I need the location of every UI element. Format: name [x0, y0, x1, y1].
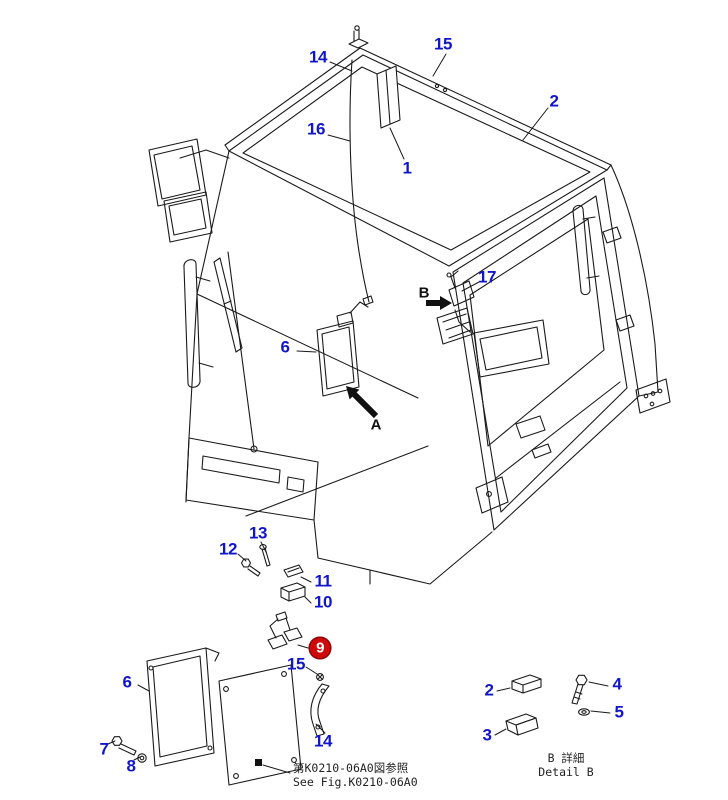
callout-10-relay: 10 — [314, 592, 332, 612]
clip-item-11 — [283, 564, 304, 578]
bracket-item-17 — [436, 270, 475, 345]
callout-4-bolt: 4 — [612, 674, 622, 694]
box-item-6-upper — [316, 295, 374, 397]
callout-6-box-lower: 6 — [122, 672, 132, 692]
callout-12-bolt: 12 — [219, 539, 237, 559]
callout-6-box-upper: 6 — [280, 337, 290, 357]
connector-item-9 — [267, 611, 303, 650]
bolt-item-12 — [240, 558, 261, 577]
door — [452, 177, 640, 531]
callout-16-cable: 16 — [307, 119, 325, 139]
callout-8-washer: 8 — [126, 756, 136, 776]
right-mirror — [454, 309, 550, 378]
detail-b-parts — [505, 674, 590, 736]
wiper — [213, 251, 258, 453]
box-item-6-lower — [146, 647, 220, 767]
windshield — [228, 66, 608, 267]
roof — [224, 25, 612, 171]
callout-7-bolt: 7 — [99, 739, 109, 759]
bolt-item-7 — [111, 736, 137, 756]
callout-5-washer: 5 — [614, 702, 624, 722]
callout-17-bracket: 17 — [478, 267, 496, 287]
callout-11-clip: 11 — [314, 571, 332, 591]
plate-item-1 — [376, 65, 401, 129]
mount-plate — [218, 664, 302, 786]
leader-lines — [107, 53, 611, 774]
callout-15-roof: 15 — [434, 34, 452, 54]
relay-item-10 — [280, 582, 306, 602]
rear-right-pillar — [610, 164, 671, 414]
fig-reference-note: 第K0210-06A0図参照 See Fig.K0210-06A0 — [293, 761, 418, 790]
left-handrail — [183, 259, 214, 388]
detail-b-caption: B 詳細 Detail B — [538, 751, 594, 780]
callout-3-bracket: 3 — [482, 725, 492, 745]
view-label-a: A — [370, 416, 382, 434]
cab-bottom — [245, 445, 493, 585]
callout-15-screw-lower: 15 — [287, 654, 305, 674]
view-arrow-a-icon — [346, 386, 379, 419]
view-label-b: B — [418, 284, 430, 302]
callout-9-highlighted: 9 — [308, 636, 332, 660]
callout-1-plate: 1 — [402, 158, 412, 178]
screw-item-15 — [316, 673, 324, 681]
callout-14-roof: 14 — [309, 47, 327, 67]
screw-item-13 — [259, 544, 271, 567]
view-arrow-b-icon — [426, 296, 452, 310]
left-mirror — [148, 138, 230, 243]
fig-ref-en: See Fig.K0210-06A0 — [293, 774, 418, 789]
detail-b-jp: B 詳細 — [547, 751, 585, 765]
fig-ref-jp: 第K0210-06A0図参照 — [293, 761, 409, 775]
callout-13-screw: 13 — [249, 523, 267, 543]
callout-2-detail: 2 — [484, 680, 494, 700]
callout-2-roof: 2 — [549, 91, 559, 111]
callout-14-bracket: 14 — [314, 731, 332, 751]
front-lower-panel — [185, 437, 319, 521]
detail-b-en: Detail B — [538, 764, 594, 779]
bracket-item-14 — [310, 683, 330, 737]
cable-item-16 — [349, 59, 370, 303]
left-side — [185, 150, 419, 503]
